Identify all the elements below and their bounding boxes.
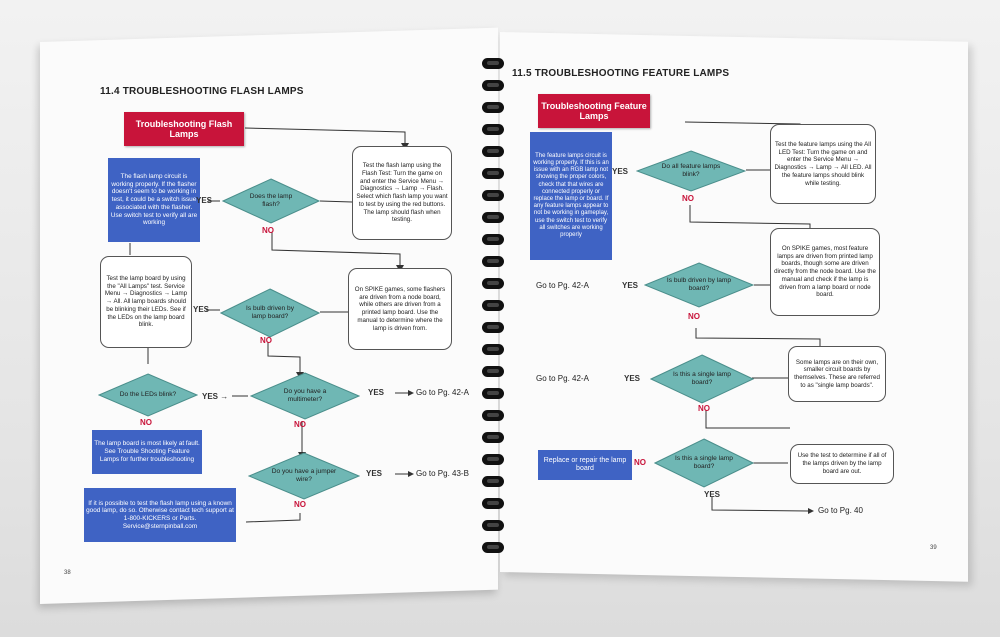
right-diamond-single-lamp-1: Is this a single lamp board? [650, 354, 754, 404]
right-no-label-1: NO [682, 194, 694, 203]
left-no-label-3: NO [140, 418, 152, 427]
left-goto-42a: Go to Pg. 42-A [416, 388, 469, 397]
right-no-label-3: NO [698, 404, 710, 413]
diamond-shape [222, 178, 320, 224]
right-yes-label-3: YES [624, 374, 641, 383]
right-page-title: 11.5 TROUBLESHOOTING FEATURE LAMPS [512, 68, 730, 79]
left-yes-label-4: YES [368, 388, 385, 397]
left-diamond-multimeter-text: Do you have a multimeter? [283, 388, 327, 403]
left-page-title: 11.4 TROUBLESHOOTING FLASH LAMPS [100, 86, 304, 97]
right-blue-box-working: The feature lamps circuit is working pro… [530, 132, 612, 260]
left-no-label-2: NO [260, 336, 272, 345]
left-blue-box-contact: If it is possible to test the flash lamp… [84, 488, 236, 542]
left-diamond-lamp-flash-text: Does the lamp flash? [249, 193, 293, 208]
left-diamond-jumper: Do you have a jumper wire? [248, 452, 360, 500]
diamond-shape [248, 452, 360, 500]
right-header-box: Troubleshooting Feature Lamps [538, 94, 650, 128]
left-yes-label-5: YES [366, 469, 383, 478]
right-yes-label-1: YES [612, 167, 629, 176]
diamond-shape [220, 288, 320, 338]
diamond-shape [636, 150, 746, 192]
left-diamond-bulb-driven: Is bulb driven by lamp board? [220, 288, 320, 338]
left-yes-label-1: YES [196, 196, 213, 205]
left-diamond-jumper-text: Do you have a jumper wire? [271, 468, 337, 483]
right-single-lamp-info-box: Some lamps are on their own, smaller cir… [788, 346, 886, 402]
left-blue-box-working: The flash lamp circuit is working proper… [108, 158, 200, 242]
right-test-lamps-out-box: Use the test to determine if all of the … [790, 444, 894, 484]
right-all-led-test-box: Test the feature lamps using the All LED… [770, 124, 876, 204]
left-yes-label-2: YES [193, 305, 210, 314]
diamond-shape [650, 354, 754, 404]
diamond-shape [654, 438, 754, 488]
diamond-shape [644, 262, 754, 308]
right-diamond-bulb-driven-text: Is bulb driven by lamp board? [666, 277, 732, 292]
right-goto-42a-1: Go to Pg. 42-A [536, 281, 589, 290]
left-all-lamps-box: Test the lamp board by using the "All La… [100, 256, 192, 348]
left-goto-43b: Go to Pg. 43-B [416, 469, 469, 478]
left-diamond-leds-blink: Do the LEDs blink? [98, 373, 198, 417]
left-header-box: Troubleshooting Flash Lamps [124, 112, 244, 146]
left-spike-box: On SPIKE games, some flashers are driven… [348, 268, 452, 350]
left-no-label-4: NO [294, 420, 306, 429]
left-diamond-leds-blink-text: Do the LEDs blink? [119, 391, 177, 399]
right-spike-box: On SPIKE games, most feature lamps are d… [770, 228, 880, 316]
right-blue-box-replace: Replace or repair the lamp board [538, 450, 632, 480]
right-diamond-single-lamp-2: Is this a single lamp board? [654, 438, 754, 488]
right-diamond-feature-blink-text: Do all feature lamps blink? [661, 163, 721, 178]
left-diamond-bulb-driven-text: Is bulb driven by lamp board? [245, 305, 294, 320]
right-yes-label-4: YES [704, 490, 721, 499]
right-no-label-4: NO [634, 458, 646, 467]
right-diamond-feature-blink: Do all feature lamps blink? [636, 150, 746, 192]
left-yes-arrow-3: YES → [202, 392, 229, 401]
left-page-number: 38 [64, 570, 71, 576]
left-blue-box-lamp-board: The lamp board is most likely at fault. … [92, 430, 202, 474]
right-goto-42a-2: Go to Pg. 42-A [536, 374, 589, 383]
left-no-label-5: NO [294, 500, 306, 509]
right-diamond-bulb-driven: Is bulb driven by lamp board? [644, 262, 754, 308]
right-no-label-2: NO [688, 312, 700, 321]
diamond-shape [250, 372, 360, 420]
diamond-shape [98, 373, 198, 417]
right-page-number: 39 [930, 545, 937, 551]
left-diamond-lamp-flash: Does the lamp flash? [222, 178, 320, 224]
right-yes-label-2: YES [622, 281, 639, 290]
left-no-label-1: NO [262, 226, 274, 235]
left-diamond-multimeter: Do you have a multimeter? [250, 372, 360, 420]
left-flash-test-box: Test the flash lamp using the Flash Test… [352, 146, 452, 240]
right-goto-40: Go to Pg. 40 [818, 506, 863, 515]
right-diamond-single-lamp-1-text: Is this a single lamp board? [673, 371, 731, 386]
right-diamond-single-lamp-2-text: Is this a single lamp board? [675, 455, 733, 470]
